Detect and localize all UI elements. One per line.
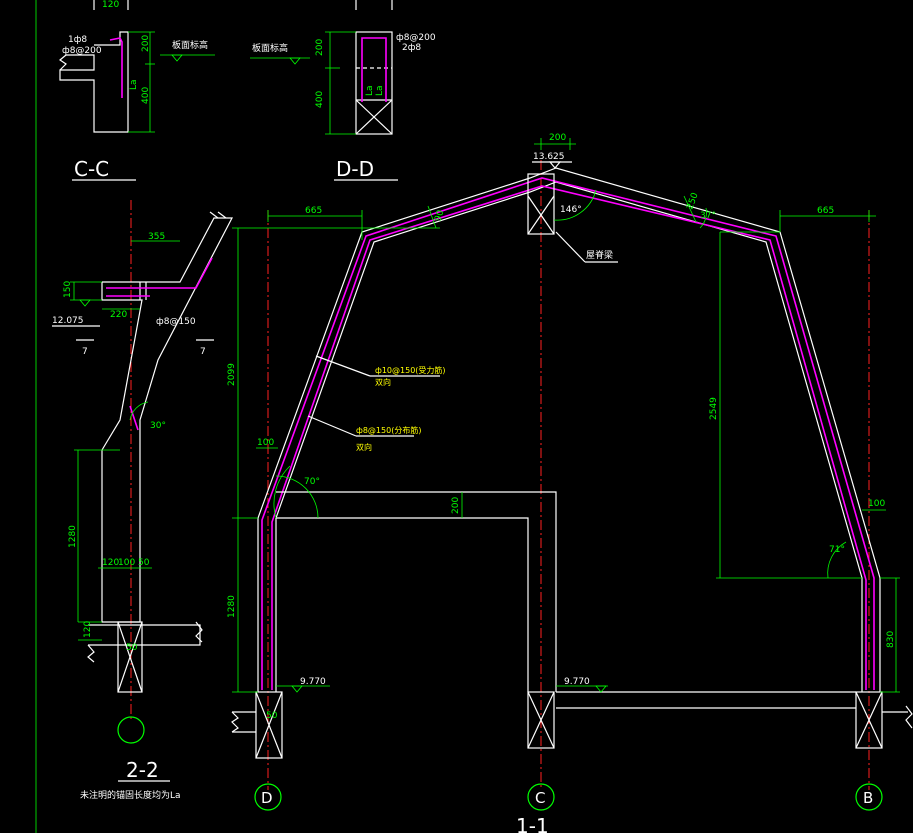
sec22-dim-120b: 120 [83, 621, 93, 638]
angle-71-right: 71° [829, 545, 845, 555]
dd-la-b: La [375, 85, 385, 96]
detail-22: 355 150 12.075 220 ф8@150 7 7 30° 1280 1… [52, 200, 233, 801]
angle-146: 146° [560, 205, 582, 215]
column-base-C [527, 691, 555, 749]
angle-70-left: 70° [304, 477, 320, 487]
sec22-dim-120: 120 [102, 558, 119, 568]
cc-dim-200: 200 [141, 35, 151, 52]
ridge-beam [527, 173, 555, 235]
cc-rebar [109, 37, 123, 98]
callout-main-both: 双向 [375, 377, 391, 387]
dd-outline [355, 31, 393, 135]
roof-outer [257, 167, 881, 692]
detail-dd: La La 200 400 ф8@200 2ф8 板面标高 D-D [250, 0, 436, 181]
callout-dist-bar: ф8@150(分布筋) [356, 425, 421, 435]
cc-main-bar: 1ф8 [68, 35, 87, 45]
sec22-dim-100: 100 [118, 558, 135, 568]
sec22-dim-50: 50 [138, 558, 150, 568]
section-title-cc: C-C [74, 157, 109, 181]
cc-dim-400: 400 [141, 87, 151, 104]
dim-100-right: 100 [868, 499, 885, 509]
sec22-dim-50b: 50 [126, 643, 138, 653]
dim-665-left: 665 [305, 206, 322, 216]
ridge-beam-label: 屋脊梁 [586, 249, 613, 261]
dim-665-right: 665 [817, 206, 834, 216]
dd-dim-200: 200 [315, 39, 325, 56]
section-title-dd: D-D [336, 157, 374, 181]
dd-dim-400: 400 [315, 91, 325, 108]
dim-50-base: 50 [266, 711, 278, 721]
callout-main-bar: ф10@150(受力筋) [375, 365, 446, 375]
axis-bubble-D [254, 783, 282, 811]
left-floor-elevation: 9.770 [300, 677, 326, 687]
cc-slab-note: 板面标高 [172, 39, 208, 51]
dim-1280: 1280 [227, 595, 237, 618]
dim-2099: 2099 [227, 363, 237, 386]
anchor-note: 未注明的锚固长度均为La [80, 789, 181, 801]
dim-90: 90 [433, 209, 446, 223]
dim-250: 250 [685, 191, 700, 211]
roof-rebar-inner [271, 185, 867, 690]
sec22-rebar [106, 257, 213, 289]
dd-main-bar: ф8@200 [396, 33, 436, 43]
roof-rebar-outer [261, 177, 875, 690]
detail-cc: 120 200 400 La 1ф8 ф8@200 板面标高 C-C [58, 0, 215, 181]
axis-label-C: C [535, 789, 545, 807]
axis-label-D: D [261, 789, 273, 807]
section-title-11: 1-1 [516, 814, 549, 833]
axis-bubble-22 [117, 716, 145, 744]
ridge-elevation: 13.625 [533, 152, 565, 162]
dd-dist-bar: 2ф8 [402, 43, 421, 53]
right-floor-elevation: 9.770 [564, 677, 590, 687]
sec22-dim-355: 355 [148, 232, 165, 242]
dd-la-a: La [365, 85, 375, 96]
sec22-dim-1280: 1280 [68, 525, 78, 548]
cc-la: La [129, 79, 139, 90]
section-title-22: 2-2 [126, 758, 159, 782]
dim-100-left: 100 [257, 438, 274, 448]
column-base-B [855, 691, 883, 749]
axis-bubble-B [855, 783, 883, 811]
cc-outline [59, 31, 129, 133]
cc-top-dim: 120 [102, 0, 119, 10]
sec22-dim-220: 220 [110, 310, 127, 320]
axis-bubble-C [527, 783, 555, 811]
dd-slab-note: 板面标高 [252, 42, 288, 54]
cc-dist-bar: ф8@200 [62, 46, 102, 56]
callout-dist-both: 双向 [356, 442, 372, 452]
dim-200-ridge: 200 [549, 133, 566, 143]
angle-37: 37° [700, 211, 716, 221]
dim-200-beam: 200 [451, 497, 461, 514]
sec22-stirrup: ф8@150 [156, 317, 196, 327]
dim-2549: 2549 [709, 397, 719, 420]
dim-830: 830 [886, 631, 896, 648]
sec22-mark-right: 7 [200, 347, 206, 357]
dd-rebar [361, 37, 387, 102]
sec22-dim-150: 150 [63, 281, 73, 298]
axis-label-B: B [863, 789, 873, 807]
section-11: 665 2099 1280 100 70° 200 13.625 146° 屋脊… [227, 133, 913, 833]
sec22-angle: 30° [150, 421, 166, 431]
column-base-D [255, 691, 283, 759]
floor-beam [276, 491, 557, 692]
sec22-mark-left: 7 [82, 347, 88, 357]
sec22-elevation: 12.075 [52, 316, 84, 326]
